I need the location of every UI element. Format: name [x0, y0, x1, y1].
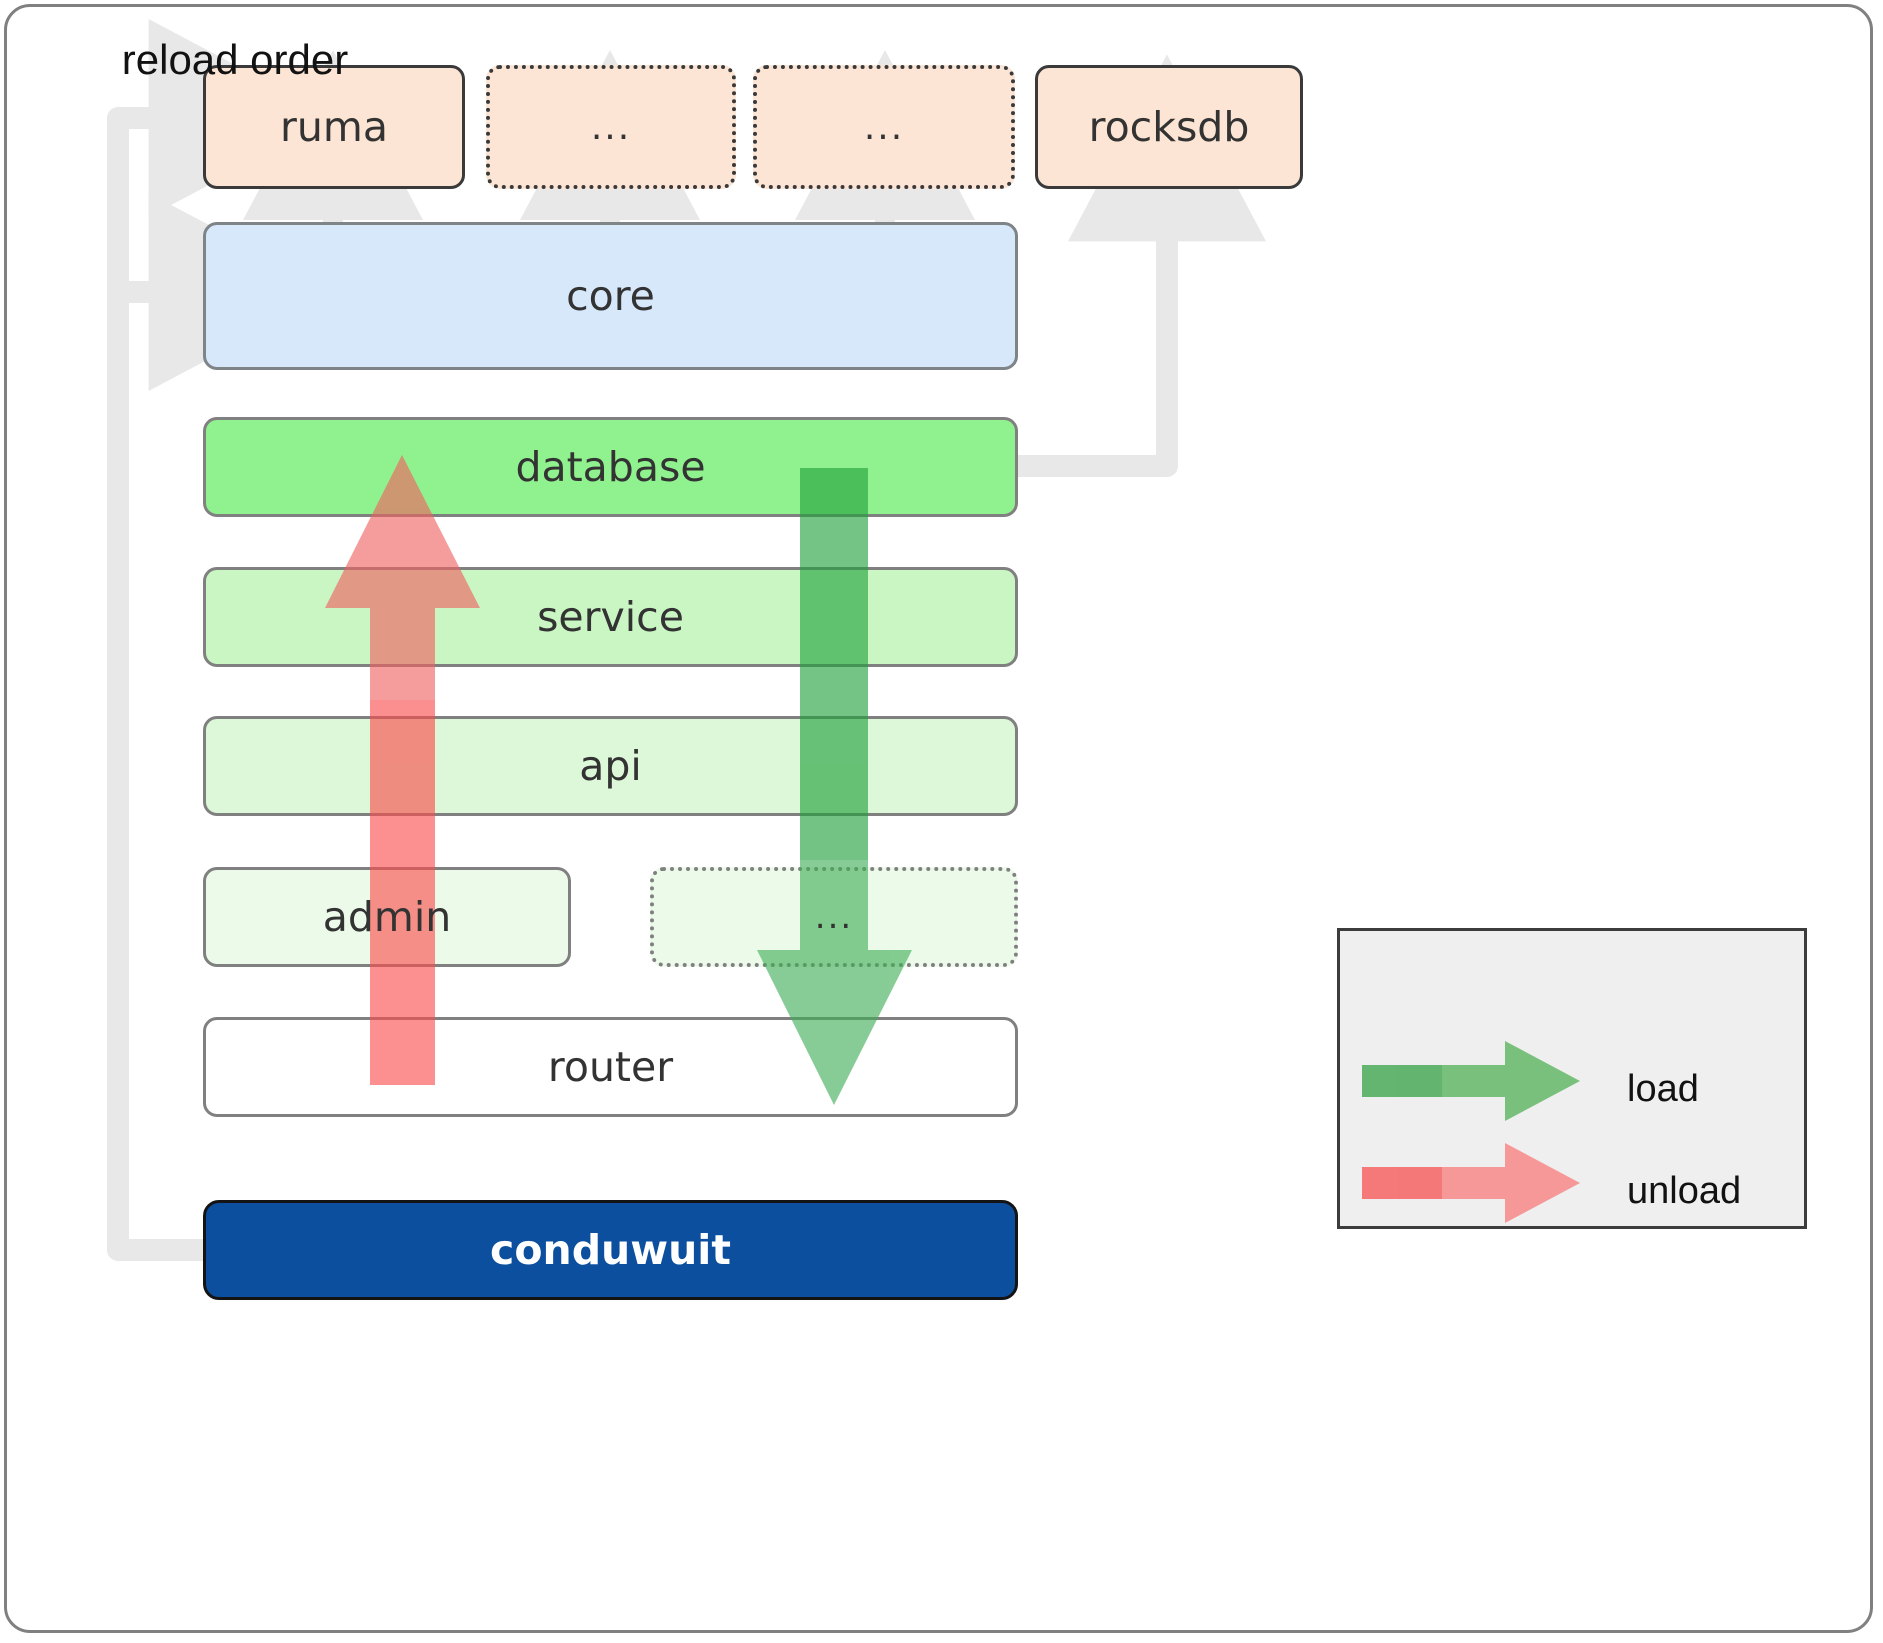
crate-label: router: [547, 1043, 674, 1091]
crate-label: api: [579, 742, 642, 790]
crate-label: service: [537, 593, 684, 641]
crate-label: database: [515, 443, 706, 491]
core-node[interactable]: core: [203, 222, 1018, 370]
crate-label: admin: [322, 893, 452, 941]
dependency-node-rocksdb[interactable]: rocksdb: [1035, 65, 1303, 189]
crate-label: ...: [814, 897, 854, 937]
crate-node-admin[interactable]: admin: [203, 867, 571, 967]
legend-title: reload order: [121, 36, 349, 83]
crate-node-api[interactable]: api: [203, 716, 1018, 816]
dependency-label: ruma: [280, 103, 388, 151]
dependency-node-placeholder-2[interactable]: ...: [753, 65, 1015, 189]
binary-node-conduwuit[interactable]: conduwuit: [203, 1200, 1018, 1300]
crate-node-placeholder[interactable]: ...: [650, 867, 1018, 967]
crate-node-service[interactable]: service: [203, 567, 1018, 667]
legend-item-label-load: load: [1627, 1068, 1699, 1110]
dependency-label: ...: [590, 106, 632, 148]
core-label: core: [566, 272, 655, 320]
dependency-label: rocksdb: [1088, 103, 1250, 151]
crate-node-database[interactable]: database: [203, 417, 1018, 517]
dependency-label: ...: [863, 106, 905, 148]
legend-item-label-unload: unload: [1627, 1170, 1742, 1212]
dependency-node-placeholder-1[interactable]: ...: [486, 65, 736, 189]
connector-database-to-rocksdb: [1018, 54, 1266, 477]
binary-label: conduwuit: [490, 1226, 731, 1274]
connector-conduwuit-to-deps: [107, 19, 336, 1261]
crate-node-router[interactable]: router: [203, 1017, 1018, 1117]
